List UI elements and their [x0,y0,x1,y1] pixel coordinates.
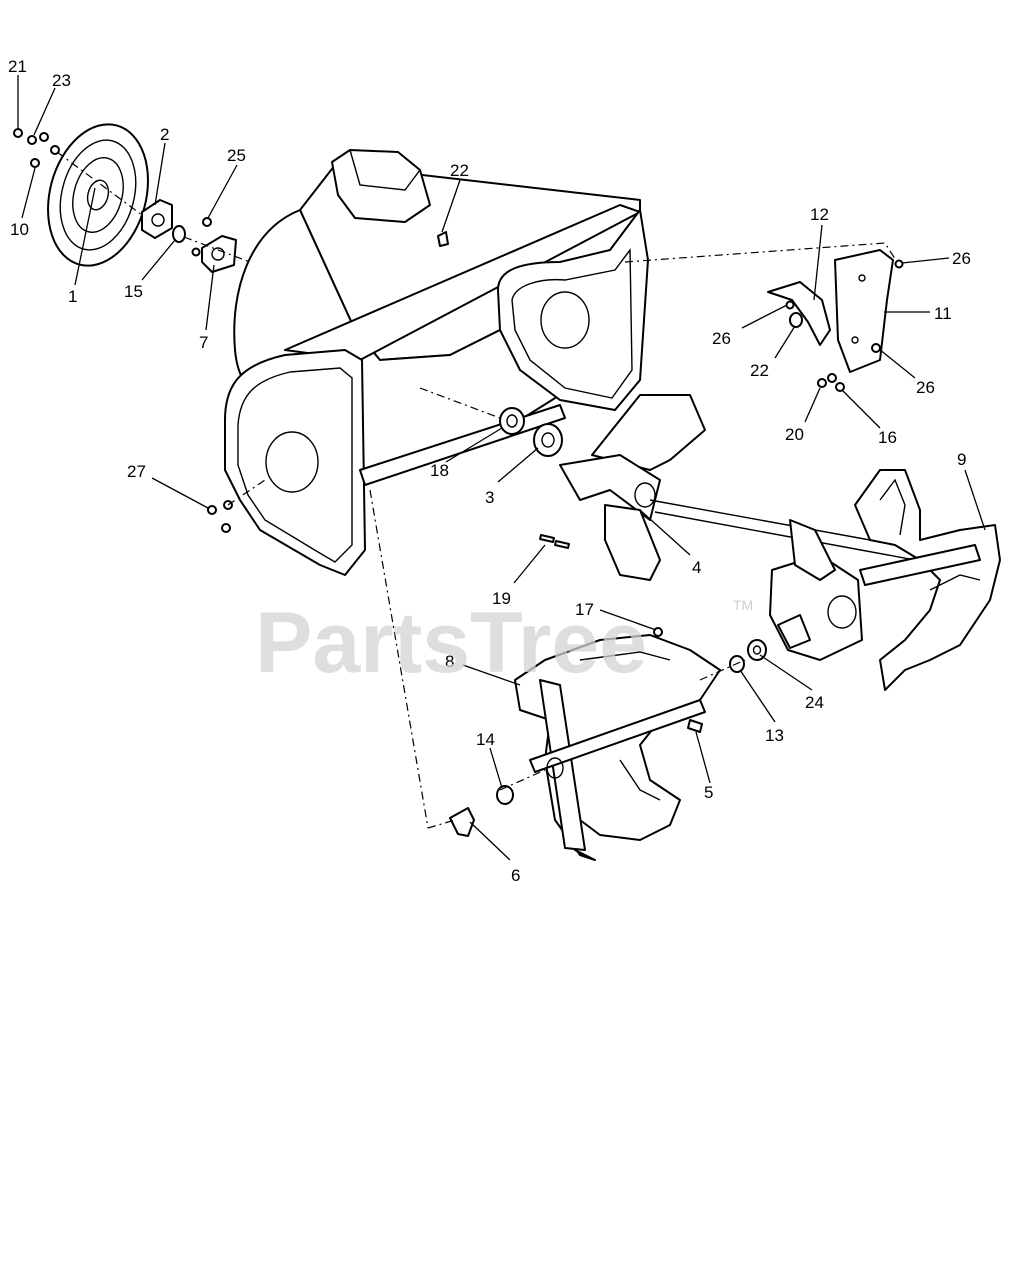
callout-17: 17 [575,600,594,619]
auger-housing [224,149,649,576]
callout-26-top: 26 [952,249,971,268]
callout-26-right: 26 [916,378,935,397]
callout-2: 2 [160,125,169,144]
callout-22-housing: 22 [450,161,469,180]
callout-7: 7 [199,333,208,352]
callout-25: 25 [227,146,246,165]
bearing [172,225,186,243]
auger-bearing [499,407,525,435]
hex-nut [191,217,212,257]
callout-19: 19 [492,589,511,608]
watermark-trademark: TM [733,597,753,613]
pulley [47,123,149,267]
assembly-lines [56,151,898,829]
watermark: PartsTree TM [255,595,753,691]
auger-flange [533,423,563,457]
callout-20: 20 [785,425,804,444]
callout-1: 1 [68,287,77,306]
callout-21: 21 [8,57,27,76]
hardware-27 [207,500,233,533]
auger-right [854,469,1001,691]
bolt-5 [687,719,703,733]
callout-15: 15 [124,282,143,301]
bearing-flange [141,199,173,239]
bracket-6 [449,807,475,837]
callout-16: 16 [878,428,897,447]
callout-8: 8 [445,652,454,671]
callout-27: 27 [127,462,146,481]
callout-12: 12 [810,205,829,224]
shear-pins [539,534,570,549]
callout-24: 24 [805,693,824,712]
watermark-brand: PartsTree [255,595,647,691]
callout-10: 10 [10,220,29,239]
callout-11: 11 [934,304,952,323]
callout-14: 14 [476,730,495,749]
callout-13: 13 [765,726,784,745]
gearbox [769,519,863,661]
bearing-14 [496,785,514,805]
washer-24 [747,639,767,661]
callout-6: 6 [511,866,520,885]
leader-lines [17,75,986,861]
pulley-hardware [13,128,60,168]
bolt-22-housing [437,231,449,247]
callout-5: 5 [704,783,713,802]
callout-9: 9 [957,450,966,469]
auger-left [514,634,721,861]
flange-plate [201,235,237,273]
callout-4: 4 [692,558,701,577]
impeller [559,394,706,581]
callout-22-bracket: 22 [750,361,769,380]
bracket-11 [834,249,894,373]
callout-labels: 21 23 10 1 2 15 7 25 22 12 26 11 26 22 2… [8,57,971,885]
callout-18: 18 [430,461,449,480]
callout-23: 23 [52,71,71,90]
callout-26-left: 26 [712,329,731,348]
callout-3: 3 [485,488,494,507]
